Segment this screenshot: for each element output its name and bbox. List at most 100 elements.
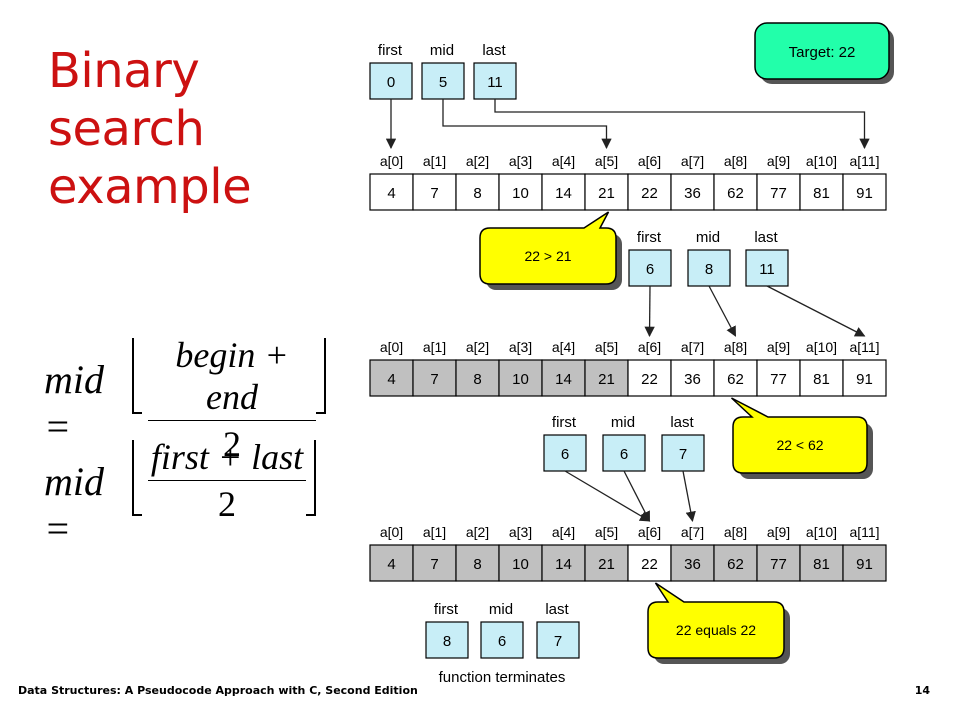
array-cell xyxy=(799,359,844,397)
array-index-label: a[11] xyxy=(849,339,879,355)
pointer-value: 6 xyxy=(620,446,628,463)
footer: Data Structures: A Pseudocode Approach w… xyxy=(18,684,930,697)
array-index-label: a[2] xyxy=(466,339,489,355)
floor-bracket-right xyxy=(316,338,326,414)
array-cell-value: 77 xyxy=(770,556,787,573)
pointer-value: 7 xyxy=(554,633,562,650)
pointer-value: 6 xyxy=(498,633,506,650)
array-index-label: a[11] xyxy=(849,153,879,169)
pointer-value: 7 xyxy=(679,446,687,463)
array-cell-value: 91 xyxy=(856,556,873,573)
array-cell-value: 62 xyxy=(727,371,744,388)
array-index-label: a[0] xyxy=(380,339,403,355)
pointer-arrow xyxy=(623,470,651,522)
array-cell-value: 21 xyxy=(598,556,615,573)
pointer-value: 0 xyxy=(387,74,395,91)
array-cell-value: 7 xyxy=(430,371,438,388)
array-cell xyxy=(842,173,887,211)
formula-fraction: first + last 2 xyxy=(148,436,306,525)
array-cell-value: 91 xyxy=(856,371,873,388)
array-cell-value: 14 xyxy=(555,371,572,388)
pointer-value: 8 xyxy=(443,633,451,650)
array-cell xyxy=(627,359,672,397)
array-cell-value: 36 xyxy=(684,185,701,202)
pointer-box-mid xyxy=(480,621,524,659)
fraction-bar xyxy=(148,480,306,481)
array-index-label: a[2] xyxy=(466,153,489,169)
array-cell-value: 8 xyxy=(473,185,481,202)
array-index-label: a[8] xyxy=(724,524,747,540)
pointer-arrow xyxy=(708,285,737,337)
formula-denominator: 2 xyxy=(223,424,241,464)
formula-numerator: begin + end xyxy=(175,335,289,417)
array-index-label: a[11] xyxy=(849,524,879,540)
array-cell-value: 77 xyxy=(770,371,787,388)
array-cell xyxy=(756,173,801,211)
pointer-arrow xyxy=(766,285,866,337)
array-cell xyxy=(670,359,715,397)
pointer-value: 6 xyxy=(561,446,569,463)
array-index-label: a[3] xyxy=(509,524,532,540)
target-box xyxy=(754,22,890,80)
pointer-value: 8 xyxy=(705,261,713,278)
array-cell xyxy=(799,173,844,211)
array-index-label: a[5] xyxy=(595,524,618,540)
array-cell xyxy=(756,359,801,397)
pointer-name-last: last xyxy=(754,229,778,246)
array-cell-value: 36 xyxy=(684,371,701,388)
pointer-name-first: first xyxy=(637,229,662,246)
array-cell-value: 77 xyxy=(770,185,787,202)
pointer-name-mid: mid xyxy=(696,229,720,246)
callout-text: 22 > 21 xyxy=(524,248,571,264)
function-terminates-note: function terminates xyxy=(439,669,566,686)
array-index-label: a[10] xyxy=(806,153,837,169)
array-cell-value: 7 xyxy=(430,556,438,573)
array-cell xyxy=(627,173,672,211)
pointer-name-first: first xyxy=(434,601,459,618)
array-index-label: a[0] xyxy=(380,524,403,540)
array-cell xyxy=(584,173,629,211)
formula-numerator: first + last xyxy=(150,437,304,477)
pointer-arrow xyxy=(682,470,696,523)
array-cell xyxy=(412,359,457,397)
formula-fraction: begin + end 2 xyxy=(148,334,316,465)
slide-title: Binary search example xyxy=(48,42,308,216)
pointer-box-mid xyxy=(421,62,465,100)
array-cell xyxy=(670,544,715,582)
array-cell xyxy=(842,359,887,397)
callout-text: 22 < 62 xyxy=(776,437,823,453)
array-cell-value: 10 xyxy=(512,185,529,202)
array-cell-value: 62 xyxy=(727,556,744,573)
array-index-label: a[7] xyxy=(681,524,704,540)
pointer-name-first: first xyxy=(552,414,577,431)
footer-source: Data Structures: A Pseudocode Approach w… xyxy=(18,684,418,697)
floor-bracket-right xyxy=(306,440,316,516)
array-cell xyxy=(412,173,457,211)
array-cell-value: 7 xyxy=(430,185,438,202)
array-index-label: a[3] xyxy=(509,339,532,355)
array-index-label: a[9] xyxy=(767,524,790,540)
array-cell xyxy=(498,544,543,582)
callout-bubble xyxy=(647,582,785,659)
pointer-name-mid: mid xyxy=(430,42,454,59)
array-cell-value: 81 xyxy=(813,185,830,202)
array-index-label: a[4] xyxy=(552,524,575,540)
pointer-box-mid xyxy=(602,434,646,472)
array-cell xyxy=(713,544,758,582)
array-index-label: a[1] xyxy=(423,153,446,169)
array-cell xyxy=(498,173,543,211)
title-line: search xyxy=(48,101,205,157)
array-cell-value: 21 xyxy=(598,185,615,202)
array-cell-value: 81 xyxy=(813,556,830,573)
pointer-box-last xyxy=(473,62,517,100)
array-index-label: a[5] xyxy=(595,153,618,169)
array-index-label: a[8] xyxy=(724,339,747,355)
array-cell xyxy=(799,544,844,582)
array-index-label: a[9] xyxy=(767,153,790,169)
array-cell xyxy=(541,359,586,397)
pointer-arrow xyxy=(644,285,655,338)
array-index-label: a[10] xyxy=(806,524,837,540)
callout-bubble xyxy=(479,211,617,285)
array-cell xyxy=(541,173,586,211)
